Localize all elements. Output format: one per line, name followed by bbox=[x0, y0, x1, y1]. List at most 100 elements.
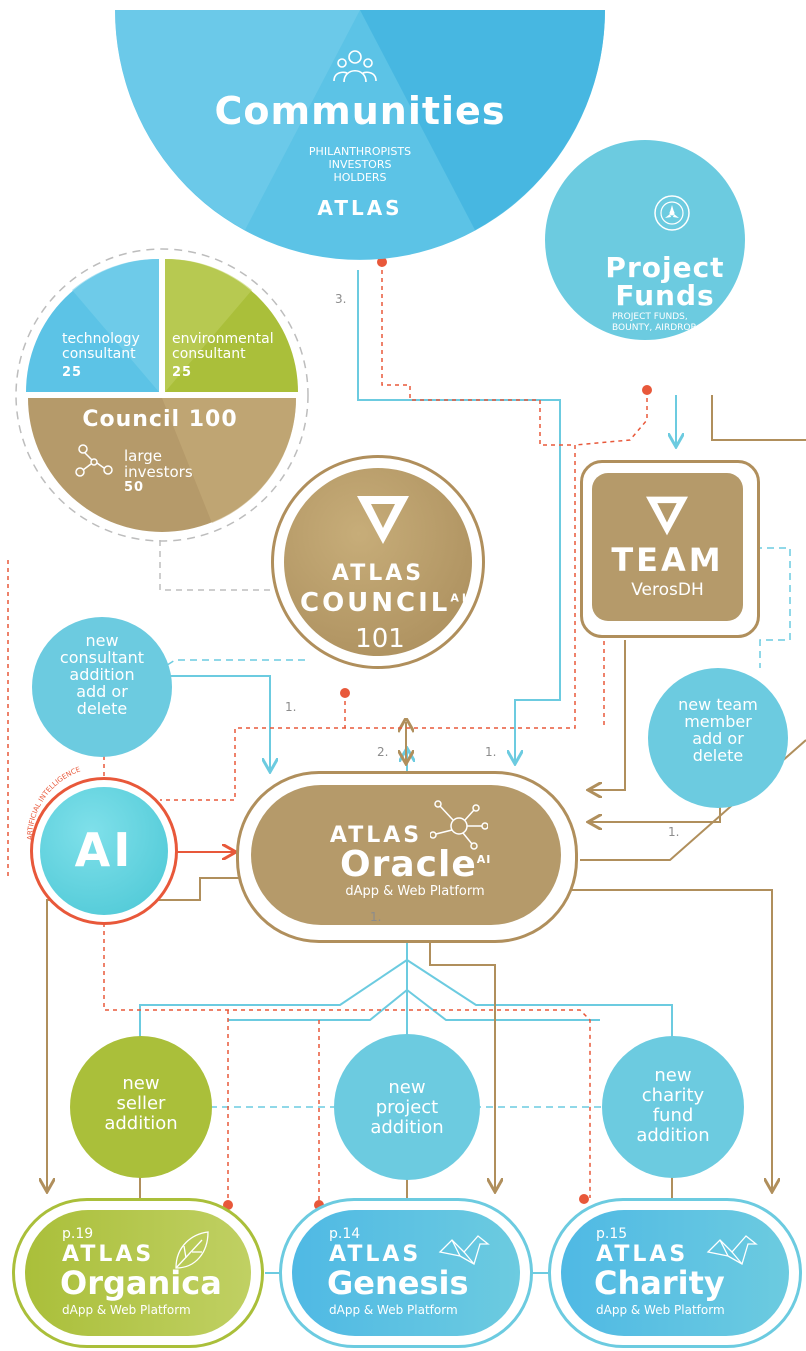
consultant-line1: new bbox=[85, 631, 119, 650]
new-seller-label: new seller addition bbox=[70, 1074, 212, 1134]
new-consultant-circle bbox=[32, 617, 172, 757]
seller-line1: new bbox=[122, 1073, 160, 1094]
charity-line4: addition bbox=[636, 1125, 710, 1146]
new-charity-label: new charity fund addition bbox=[602, 1066, 744, 1146]
new-charity-circle bbox=[602, 1036, 744, 1178]
communities-semicircle bbox=[115, 10, 605, 260]
audience-investors: INVESTORS bbox=[328, 158, 392, 171]
organica-page: p.19 bbox=[62, 1226, 94, 1242]
technology-consultant-slice: technology consultant 25 bbox=[62, 331, 140, 381]
large-label-line1: large bbox=[124, 447, 163, 465]
organica-word: Organica bbox=[60, 1264, 222, 1302]
step-3: 3. bbox=[335, 292, 347, 306]
veros-logo-icon bbox=[646, 496, 688, 536]
step-1-team: 1. bbox=[668, 825, 680, 839]
atlas-council-word: COUNCILAI bbox=[300, 589, 466, 617]
env-label-line2: consultant bbox=[172, 346, 246, 362]
step-1-bottom: 1. bbox=[370, 910, 382, 924]
people-icon bbox=[333, 50, 377, 83]
project-line3: addition bbox=[370, 1117, 444, 1138]
team-member-line3: add or bbox=[692, 729, 744, 748]
tech-label-line2: consultant bbox=[62, 346, 136, 362]
consultant-line3: addition bbox=[69, 665, 135, 684]
team-name: VerosDH bbox=[631, 580, 704, 600]
network-icon bbox=[75, 444, 113, 477]
project-funds-sub-line1: PROJECT FUNDS, bbox=[612, 312, 688, 322]
council-100-title: Council 100 bbox=[82, 407, 238, 432]
consultant-line4: add or bbox=[76, 682, 128, 701]
team-member-line2: member bbox=[684, 712, 752, 731]
project-funds-title: Project Funds bbox=[580, 254, 750, 310]
red-dashed-links bbox=[7, 262, 648, 1200]
new-project-circle bbox=[334, 1034, 480, 1180]
oracle-word: OracleAI bbox=[340, 846, 510, 884]
seller-line2: seller bbox=[116, 1093, 166, 1114]
charity-line2: charity bbox=[641, 1085, 705, 1106]
charity-page: p.15 bbox=[596, 1226, 628, 1242]
leaf-icon bbox=[175, 1231, 209, 1269]
ai-arc-text: ARTIFICIAL INTELLIGENCE bbox=[26, 765, 82, 840]
svg-text:ARTIFICIAL INTELLIGENCE: ARTIFICIAL INTELLIGENCE bbox=[26, 765, 82, 840]
project-line2: project bbox=[375, 1097, 439, 1118]
project-funds-title-line1: Project bbox=[605, 251, 725, 284]
team-member-line1: new team bbox=[678, 695, 758, 714]
new-consultant-label: new consultant addition add or delete bbox=[32, 632, 172, 717]
project-funds-title-line2: Funds bbox=[615, 279, 715, 312]
veros-logo-icon bbox=[357, 496, 409, 544]
project-line1: new bbox=[388, 1077, 426, 1098]
atlas-council-number: 101 bbox=[355, 624, 405, 654]
ai-circle bbox=[40, 787, 168, 915]
step-1-council: 1. bbox=[285, 700, 297, 714]
oracle-brand: ATLAS bbox=[329, 823, 423, 848]
charity-subtitle: dApp & Web Platform bbox=[596, 1303, 725, 1317]
charity-line3: fund bbox=[652, 1105, 694, 1126]
organica-subtitle: dApp & Web Platform bbox=[62, 1303, 191, 1317]
team-member-line4: delete bbox=[692, 746, 744, 765]
origami-bird-icon bbox=[706, 1235, 758, 1265]
step-1-funds: 1. bbox=[485, 745, 497, 759]
organica-brand: ATLAS bbox=[62, 1242, 155, 1267]
genesis-brand: ATLAS bbox=[329, 1242, 422, 1267]
charity-word: Charity bbox=[594, 1264, 725, 1302]
council-ai-sup: AI bbox=[450, 591, 469, 605]
tech-label-line1: technology bbox=[62, 331, 140, 347]
ai-label: AI bbox=[74, 823, 134, 877]
consultant-line2: consultant bbox=[59, 648, 145, 667]
charity-brand: ATLAS bbox=[596, 1242, 689, 1267]
genesis-subtitle: dApp & Web Platform bbox=[329, 1303, 458, 1317]
network-icon bbox=[430, 800, 488, 850]
origami-bird-icon bbox=[438, 1235, 490, 1265]
organica-card bbox=[25, 1210, 251, 1336]
new-team-member-label: new team member add or delete bbox=[648, 696, 788, 764]
audience-holders: HOLDERS bbox=[333, 171, 387, 184]
large-label-line2: investors bbox=[124, 463, 193, 481]
communities-title: Communities bbox=[214, 89, 506, 133]
seller-line3: addition bbox=[104, 1113, 178, 1134]
oracle-ai-sup: AI bbox=[476, 853, 492, 866]
new-seller-circle bbox=[70, 1036, 212, 1178]
oracle-card bbox=[251, 785, 561, 925]
project-funds-sub-line2: BOUNTY, AIRDROP bbox=[612, 323, 696, 333]
genesis-page: p.14 bbox=[329, 1226, 361, 1242]
audience-philanthropists: PHILANTHROPISTS bbox=[308, 145, 412, 158]
grey-dashed-links bbox=[159, 540, 285, 591]
atlas-council-brand: ATLAS bbox=[331, 561, 425, 586]
oracle-subtitle: dApp & Web Platform bbox=[345, 884, 485, 899]
communities-audiences: PHILANTHROPISTS INVESTORS HOLDERS bbox=[230, 145, 490, 184]
team-word: TEAM bbox=[611, 541, 724, 579]
ai-arc-textpath: ARTIFICIAL INTELLIGENCE bbox=[26, 765, 82, 840]
charity-line1: new bbox=[654, 1065, 692, 1086]
genesis-card bbox=[292, 1210, 520, 1336]
new-team-member-circle bbox=[648, 668, 788, 808]
tech-count: 25 bbox=[62, 365, 83, 380]
oracle-title: Oracle bbox=[340, 844, 477, 885]
project-funds-circle bbox=[545, 140, 745, 340]
step-2: 2. bbox=[377, 745, 389, 759]
genesis-word: Genesis bbox=[327, 1264, 469, 1302]
large-count: 50 bbox=[124, 480, 145, 495]
environmental-consultant-slice: environmental consultant 25 bbox=[172, 331, 274, 381]
charity-card bbox=[561, 1210, 789, 1336]
large-investors-slice: large investors 50 bbox=[124, 448, 193, 496]
env-label-line1: environmental bbox=[172, 331, 274, 347]
